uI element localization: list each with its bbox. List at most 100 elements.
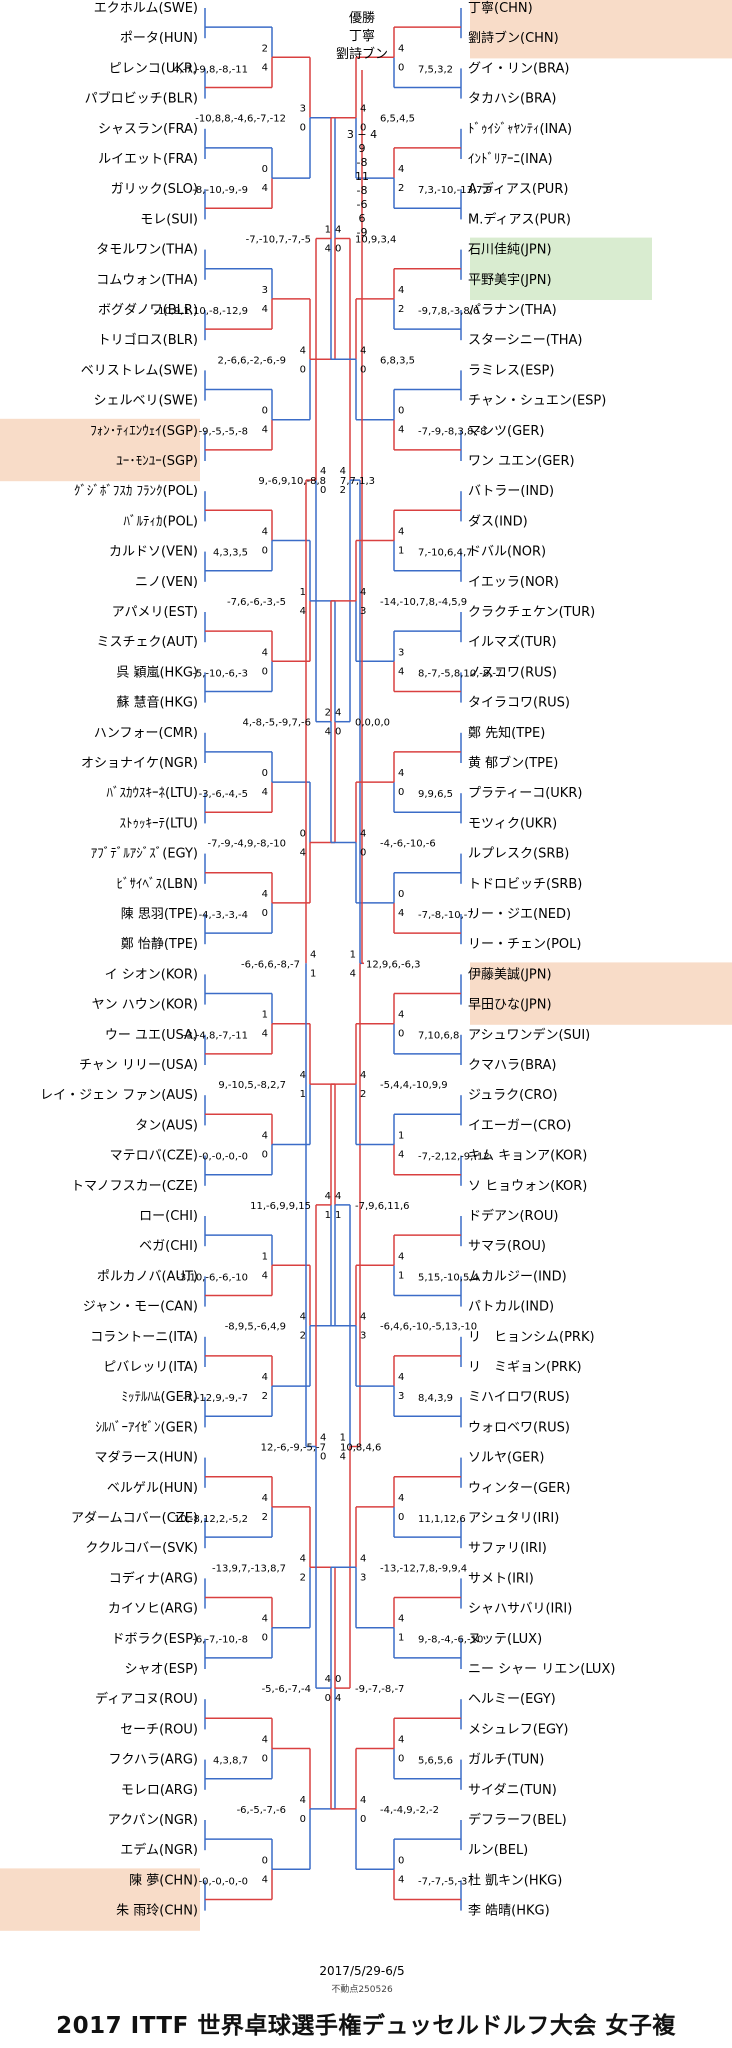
set-count: 0 (320, 1452, 326, 1463)
player-name: モレロ(ARG) (121, 1783, 198, 1798)
set-count: 3 (398, 647, 404, 658)
set-count: 4 (335, 708, 341, 719)
set-count: 0 (398, 1512, 404, 1523)
set-count: 2 (262, 1512, 268, 1523)
set-count: 4 (335, 1191, 341, 1202)
player-name: ﾌｫﾝ･ﾃｨｴﾝｳｪｲ(SGP) (90, 424, 198, 439)
set-count: 0 (262, 908, 268, 919)
set-count: 4 (398, 1874, 404, 1885)
set-count: 3 (398, 1391, 404, 1402)
set-count: 4 (262, 787, 268, 798)
set-count: 4 (398, 1735, 404, 1746)
player-name: バトラー(IND) (468, 484, 554, 499)
player-name: トドロビッチ(SRB) (468, 877, 582, 892)
game-scores: 10,9,3,4 (355, 235, 396, 246)
game-scores: 9,-10,5,-8,2,7 (218, 1080, 286, 1091)
reference-note: 不動点250526 (331, 1984, 393, 1995)
set-count: 3 (262, 285, 268, 296)
player-name: コラントーニ(ITA) (90, 1330, 198, 1345)
player-name: サファリ(IRI) (468, 1541, 547, 1556)
player-name: クラクチェケン(TUR) (468, 605, 595, 620)
player-name: ボグダノワ(BLR) (98, 303, 198, 318)
game-scores: 7,5,3,2 (418, 64, 453, 75)
set-count: 4 (398, 1614, 404, 1625)
set-count: 4 (262, 1874, 268, 1885)
player-name: 鄭 先知(TPE) (468, 725, 545, 741)
player-name: ドバル(NOR) (468, 545, 546, 560)
set-count: 1 (350, 949, 356, 960)
set-count: 4 (262, 1372, 268, 1383)
player-name: キム キョンア(KOR) (468, 1149, 587, 1164)
set-count: 2 (340, 485, 346, 496)
game-scores: -7,-9,-4,9,-8,-10 (208, 839, 286, 850)
player-name: シャハサバリ(IRI) (468, 1602, 572, 1617)
set-count: 2 (398, 183, 404, 194)
set-count: 4 (300, 848, 306, 859)
player-name: ルプレスク(SRB) (468, 847, 569, 862)
game-scores: 7,3,-10,-13,7,9 (418, 185, 492, 196)
game-scores: -6,-6,6,-8,-7 (241, 959, 300, 970)
set-count: 4 (300, 1553, 306, 1564)
champion-label: 優勝 (349, 11, 375, 26)
player-name: エクホルム(SWE) (94, 1, 198, 16)
set-count: 4 (262, 1029, 268, 1040)
player-name: ベガ(CHI) (139, 1239, 198, 1254)
game-scores: -8,9,5,-6,4,9 (225, 1322, 286, 1333)
game-scores: -3,10,-6,-6,-10 (176, 1272, 248, 1283)
player-name: クマハラ(BRA) (468, 1058, 556, 1073)
player-name: ｲﾝﾄﾞﾘｱｰﾆ(INA) (468, 152, 553, 167)
set-count: 0 (398, 1754, 404, 1765)
set-count: 4 (262, 1131, 268, 1142)
game-scores: 7,10,6,8 (418, 1031, 459, 1042)
player-name: ロー(CHI) (139, 1209, 198, 1224)
set-count: 1 (300, 1089, 306, 1100)
player-name: ダス(IND) (468, 514, 528, 529)
player-name: 伊藤美誠(JPN) (468, 967, 552, 982)
set-count: 3 (360, 606, 366, 617)
set-count: 4 (360, 104, 366, 115)
player-name: ヌッテ(LUX) (468, 1632, 542, 1647)
set-count: 4 (398, 1251, 404, 1262)
bracket-labels: エクホルム(SWE)ポータ(HUN)ピレンコ(UKR)パブロビッチ(BLR)シャ… (40, 0, 615, 1919)
set-count: 1 (300, 587, 306, 598)
set-count: 2 (262, 43, 268, 54)
set-count: 0 (262, 1633, 268, 1644)
player-name: サマラ(ROU) (468, 1239, 546, 1254)
player-name: ジュラク(CRO) (468, 1088, 558, 1103)
game-scores: 7,-10,6,4,7 (418, 548, 473, 559)
player-name: 蘇 慧音(HKG) (116, 695, 198, 711)
set-count: 0 (360, 1814, 366, 1825)
champion-block: 優勝 丁寧 劉詩ブン (336, 11, 388, 62)
set-count: 4 (262, 183, 268, 194)
player-name: フクハラ(ARG) (109, 1753, 199, 1768)
player-name: ニー シャー リエン(LUX) (468, 1662, 615, 1677)
set-count: 0 (320, 485, 326, 496)
set-count: 4 (398, 1372, 404, 1383)
player-name: 丁寧(CHN) (468, 0, 533, 16)
game-scores: 4,-8,-5,-9,7,-6 (242, 718, 311, 729)
player-name: タカハシ(BRA) (468, 92, 556, 107)
player-name: ミスチェク(AUT) (97, 635, 199, 650)
player-name: ソルヤ(GER) (468, 1451, 544, 1466)
player-name: 杜 凱キン(HKG) (468, 1873, 562, 1888)
set-count: 0 (360, 123, 366, 134)
game-scores: -10,9,1,10,-8,-12,9 (154, 306, 248, 317)
set-count: 1 (310, 968, 316, 979)
set-count: 2 (360, 1089, 366, 1100)
game-scores: -4,-3,-3,-4 (199, 910, 248, 921)
set-count: 4 (320, 1433, 326, 1444)
set-count: 1 (340, 1433, 346, 1444)
player-name: マダラース(HUN) (94, 1451, 198, 1466)
set-count: 4 (398, 527, 404, 538)
set-count: 1 (398, 1131, 404, 1142)
player-name: ﾊﾞﾙﾃｨｶ(POL) (124, 514, 198, 529)
player-name: コムウォン(THA) (96, 273, 198, 288)
set-count: 0 (335, 1674, 341, 1685)
player-name: 劉詩ブン(CHN) (468, 30, 559, 46)
set-count: 4 (398, 425, 404, 436)
set-count: 3 (360, 1331, 366, 1342)
set-count: 4 (360, 1070, 366, 1081)
game-scores: -7,-12,9,-9,-7 (183, 1393, 248, 1404)
set-count: 0 (335, 244, 341, 255)
set-count: 0 (398, 787, 404, 798)
